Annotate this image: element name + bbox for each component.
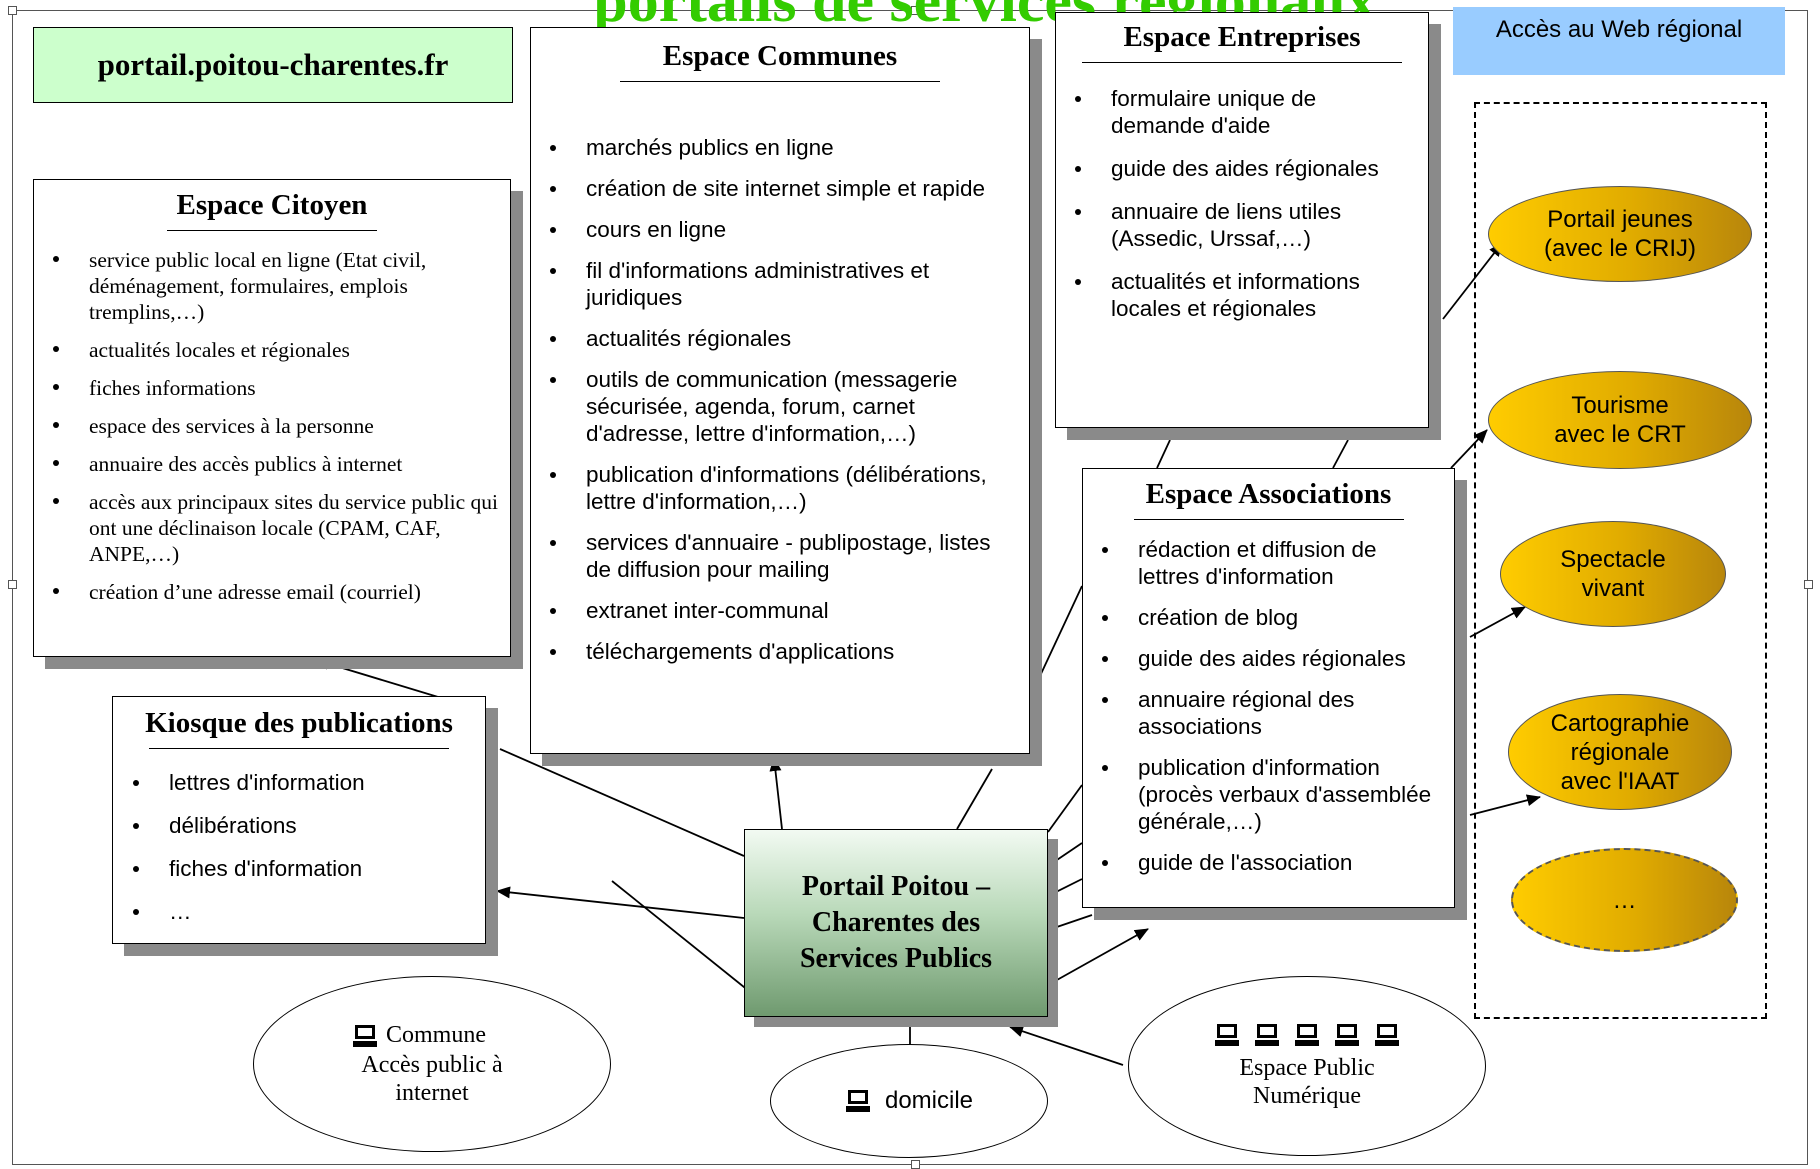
list-item: service public local en ligne (Etat civi…	[53, 247, 500, 325]
web-access-label: Accès au Web régional	[1453, 7, 1785, 75]
list-item: actualités et informations locales et ré…	[1075, 268, 1416, 322]
list-item: fiches d'information	[133, 855, 475, 882]
list-item: espace des services à la personne	[53, 413, 500, 439]
list-item: formulaire unique de demande d'aide	[1075, 85, 1416, 139]
kiosque-box: Kiosque des publications lettres d'infor…	[112, 696, 486, 944]
espace-entreprises-list: formulaire unique de demande d'aide guide…	[1056, 63, 1428, 322]
list-item: annuaire régional des associations	[1102, 686, 1444, 740]
regional-link-label: Portail jeunes (avec le CRIJ)	[1543, 206, 1697, 262]
espace-associations-title: Espace Associations	[1145, 478, 1392, 510]
domicile-ellipse[interactable]: domicile	[770, 1044, 1048, 1158]
list-item: actualités régionales	[550, 325, 1009, 352]
epn-label-line2: Numérique	[1253, 1083, 1361, 1109]
espace-entreprises-box: Espace Entreprises formulaire unique de …	[1055, 12, 1429, 428]
resize-handle[interactable]	[1804, 580, 1813, 589]
espace-communes-list: marchés publics en ligne création de site…	[531, 82, 1029, 665]
epn-computers	[1214, 1022, 1400, 1048]
espace-citoyen-list: service public local en ligne (Etat civi…	[34, 231, 510, 605]
computer-icon	[1295, 1024, 1319, 1046]
resize-handle[interactable]	[8, 580, 17, 589]
list-item: téléchargements d'applications	[550, 638, 1009, 665]
list-item: actualités locales et régionales	[53, 337, 500, 363]
computer-icon	[845, 1090, 870, 1112]
resize-handle[interactable]	[8, 6, 17, 15]
list-item: fil d'informations administratives et ju…	[550, 257, 1009, 311]
espace-citoyen-box: Espace Citoyen service public local en l…	[33, 179, 511, 657]
list-item: guide des aides régionales	[1075, 155, 1416, 182]
domicile-label: domicile	[884, 1087, 974, 1114]
regional-link-cartographie[interactable]: Cartographie régionale avec l'IAAT	[1508, 694, 1732, 810]
list-item: annuaire des accès publics à internet	[53, 451, 500, 477]
list-item: extranet inter-communal	[550, 597, 1009, 624]
espace-communes-box: Espace Communes marchés publics en ligne…	[530, 27, 1030, 754]
espace-associations-box: Espace Associations rédaction et diffusi…	[1082, 468, 1455, 908]
regional-link-portail-jeunes[interactable]: Portail jeunes (avec le CRIJ)	[1488, 186, 1752, 282]
list-item: création d’une adresse email (courriel)	[53, 579, 500, 605]
list-item: cours en ligne	[550, 216, 1009, 243]
regional-link-label: Tourisme avec le CRT	[1554, 392, 1686, 448]
computer-icon	[1375, 1024, 1399, 1046]
computer-icon	[353, 1025, 377, 1048]
regional-web-group	[1474, 102, 1767, 1019]
list-item: lettres d'information	[133, 769, 475, 796]
list-item: rédaction et diffusion de lettres d'info…	[1102, 536, 1444, 590]
regional-link-label: Spectacle vivant	[1560, 546, 1666, 602]
list-item: guide de l'association	[1102, 849, 1444, 876]
list-item: annuaire de liens utiles (Assedic, Urssa…	[1075, 198, 1416, 252]
regional-link-label: Cartographie régionale avec l'IAAT	[1550, 709, 1690, 795]
list-item: fiches informations	[53, 375, 500, 401]
epn-label-line1: Espace Public	[1239, 1055, 1375, 1081]
computer-icon	[1335, 1024, 1359, 1046]
resize-handle[interactable]	[911, 6, 920, 15]
commune-access-ellipse[interactable]: Commune Accès public à internet	[253, 976, 611, 1152]
list-item: publication d'information (procès verbau…	[1102, 754, 1444, 835]
espace-communes-title: Espace Communes	[662, 40, 898, 72]
portal-url-label[interactable]: portail.poitou-charentes.fr	[33, 27, 513, 103]
espace-citoyen-title: Espace Citoyen	[176, 189, 368, 221]
kiosque-title: Kiosque des publications	[145, 707, 453, 739]
central-portal-label: Portail Poitou – Charentes des Services …	[799, 871, 993, 974]
espace-associations-list: rédaction et diffusion de lettres d'info…	[1083, 520, 1454, 876]
commune-label: Commune	[386, 1021, 486, 1048]
central-portal-box[interactable]: Portail Poitou – Charentes des Services …	[744, 829, 1048, 1017]
regional-link-tourisme[interactable]: Tourisme avec le CRT	[1488, 371, 1752, 469]
list-item: …	[133, 898, 475, 925]
list-item: outils de communication (messagerie sécu…	[550, 366, 1009, 447]
epn-ellipse[interactable]: Espace Public Numérique	[1128, 976, 1486, 1156]
kiosque-list: lettres d'information délibérations fiches…	[113, 749, 485, 925]
list-item: accès aux principaux sites du service pu…	[53, 489, 500, 567]
computer-icon	[1255, 1024, 1279, 1046]
list-item: publication d'informations (délibération…	[550, 461, 1009, 515]
commune-access-label: Accès public à internet	[361, 1052, 503, 1107]
list-item: création de site internet simple et rapi…	[550, 175, 1009, 202]
list-item: services d'annuaire - publipostage, list…	[550, 529, 1009, 583]
list-item: marchés publics en ligne	[550, 134, 1009, 161]
regional-link-spectacle[interactable]: Spectacle vivant	[1500, 521, 1726, 627]
regional-link-more[interactable]: …	[1511, 848, 1738, 952]
computer-icon	[1215, 1024, 1239, 1046]
list-item: guide des aides régionales	[1102, 645, 1444, 672]
list-item: création de blog	[1102, 604, 1444, 631]
regional-link-label: …	[1612, 886, 1637, 914]
espace-entreprises-title: Espace Entreprises	[1123, 21, 1361, 53]
list-item: délibérations	[133, 812, 475, 839]
